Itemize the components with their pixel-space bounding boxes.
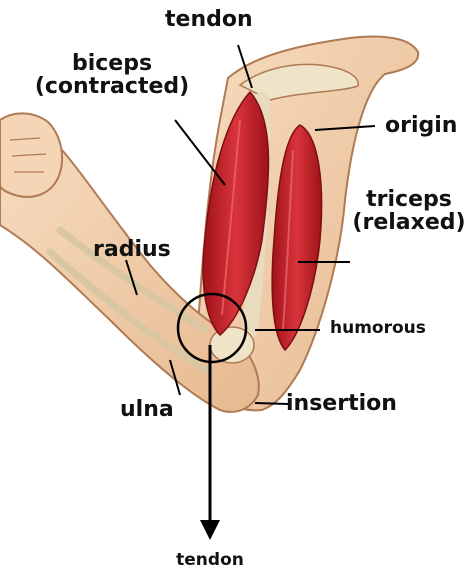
label-biceps-line2: (contracted) bbox=[12, 75, 212, 98]
label-tendon-top: tendon bbox=[165, 8, 253, 31]
label-biceps-line1: biceps bbox=[12, 52, 212, 75]
label-insertion: insertion bbox=[286, 392, 397, 415]
leader-insertion bbox=[255, 403, 288, 404]
label-humorous: humorous bbox=[330, 320, 426, 338]
down-arrow-icon bbox=[200, 520, 220, 540]
label-triceps-line1: triceps bbox=[350, 188, 468, 211]
label-ulna: ulna bbox=[120, 398, 174, 421]
elbow-joint bbox=[210, 327, 254, 363]
label-origin: origin bbox=[385, 114, 457, 137]
label-tendon-bottom: tendon bbox=[150, 552, 270, 570]
label-radius: radius bbox=[93, 238, 171, 261]
label-biceps: biceps (contracted) bbox=[12, 52, 212, 98]
label-triceps-line2: (relaxed) bbox=[350, 211, 468, 234]
label-triceps: triceps (relaxed) bbox=[350, 188, 468, 234]
